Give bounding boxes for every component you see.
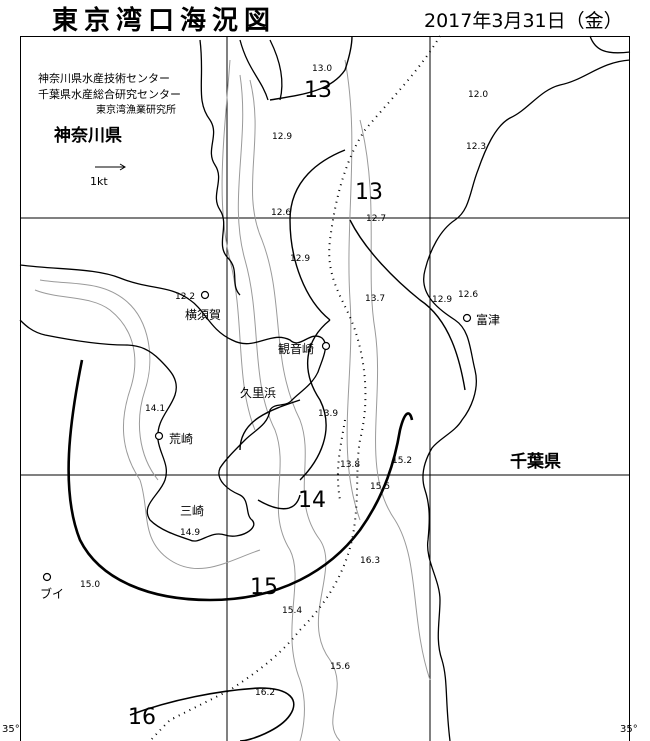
reading: 15.5 bbox=[370, 482, 391, 492]
reading: 14.9 bbox=[180, 528, 201, 538]
reading: 13.9 bbox=[318, 409, 339, 419]
label-futtsu: 富津 bbox=[476, 313, 501, 327]
observation-tracks bbox=[149, 35, 441, 741]
map-title: 東京湾口海況図 bbox=[52, 6, 277, 36]
org-chiba: 千葉県水産総合研究センター bbox=[38, 88, 181, 101]
grid-lines bbox=[20, 36, 630, 741]
map-date: 2017年3月31日（金） bbox=[424, 10, 623, 32]
isotherm-label-15: 15 bbox=[250, 575, 278, 600]
prefecture-chiba: 千葉県 bbox=[510, 452, 561, 472]
isotherm-15 bbox=[67, 359, 414, 602]
scale-label: 1kt bbox=[90, 175, 108, 188]
reading: 12.3 bbox=[466, 142, 487, 152]
label-kurihama: 久里浜 bbox=[240, 386, 277, 400]
reading: 13.7 bbox=[365, 294, 386, 304]
scale-arrow bbox=[95, 163, 126, 171]
org-kanagawa: 神奈川県水産技術センター bbox=[38, 72, 170, 85]
coastlines bbox=[19, 35, 631, 741]
station-futtsu bbox=[462, 313, 472, 323]
reading: 13.8 bbox=[340, 460, 361, 470]
isotherm-label-14: 14 bbox=[298, 488, 326, 513]
isotherm-label-16: 16 bbox=[128, 705, 156, 730]
corner-left: 35° bbox=[2, 724, 20, 735]
prefecture-kanagawa: 神奈川県 bbox=[54, 126, 122, 146]
reading: 13.0 bbox=[312, 64, 333, 74]
label-buoy: ブイ bbox=[40, 587, 65, 601]
station-yokosuka bbox=[200, 290, 210, 300]
isotherms bbox=[239, 35, 466, 510]
reading: 15.4 bbox=[282, 606, 303, 616]
reading: 15.6 bbox=[330, 662, 351, 672]
reading: 14.1 bbox=[145, 404, 166, 414]
isotherm-label-13b: 13 bbox=[355, 180, 383, 205]
station-buoy bbox=[42, 572, 52, 582]
map-frame bbox=[20, 36, 630, 741]
label-misaki: 三崎 bbox=[180, 504, 205, 518]
org-tokyo-bay: 東京湾漁業研究所 bbox=[96, 105, 176, 116]
reading: 12.9 bbox=[272, 132, 293, 142]
reading: 15.0 bbox=[80, 580, 101, 590]
isotherm-label-13a: 13 bbox=[304, 78, 332, 103]
station-arasaki bbox=[154, 431, 164, 441]
label-kannonzaki: 観音崎 bbox=[278, 342, 315, 356]
label-yokosuka: 横須賀 bbox=[185, 308, 222, 322]
reading: 16.3 bbox=[360, 556, 381, 566]
station-markers bbox=[42, 290, 472, 582]
isotherm-16 bbox=[129, 687, 295, 741]
reading: 12.2 bbox=[175, 292, 196, 302]
reading: 12.0 bbox=[468, 90, 489, 100]
reading: 16.2 bbox=[255, 688, 276, 698]
reading: 12.9 bbox=[432, 295, 453, 305]
reading: 12.6 bbox=[271, 208, 292, 218]
corner-right: 35° bbox=[620, 724, 638, 735]
reading: 12.7 bbox=[366, 214, 387, 224]
reading: 15.2 bbox=[392, 456, 413, 466]
depth-contours bbox=[34, 59, 431, 741]
label-arasaki: 荒崎 bbox=[169, 432, 194, 446]
reading: 12.6 bbox=[458, 290, 479, 300]
station-kannonzaki bbox=[321, 341, 331, 351]
reading: 12.9 bbox=[290, 254, 311, 264]
